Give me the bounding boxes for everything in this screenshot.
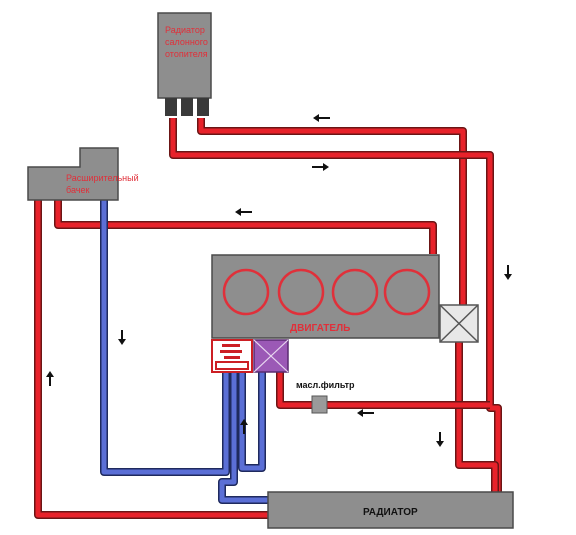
arrow-tank-return xyxy=(235,208,252,216)
radiator-label: РАДИАТОР xyxy=(363,507,418,518)
thermostat-box xyxy=(439,304,479,343)
pipe-heater-return xyxy=(197,118,467,305)
pipe-tank-left xyxy=(34,180,268,519)
thermostat-housing xyxy=(253,339,289,373)
arrow-oil-return xyxy=(357,409,374,417)
arrow-heater-return xyxy=(313,114,330,122)
engine: ДВИГАТЕЛЬ xyxy=(211,254,440,339)
engine-label: ДВИГАТЕЛЬ xyxy=(290,323,350,334)
water-pump xyxy=(211,339,253,373)
expansion-tank: Расширительный бачек xyxy=(27,147,139,201)
oil-filter: масл.фильтр xyxy=(296,380,355,414)
pipe-tank-return xyxy=(54,192,437,254)
main-radiator: РАДИАТОР xyxy=(267,491,514,529)
arrow-pump-up xyxy=(240,419,248,434)
arrow-tank-down xyxy=(118,330,126,345)
tank-label-2: бачек xyxy=(66,185,89,195)
pipe-cold-tank xyxy=(100,200,230,476)
flow-arrows xyxy=(46,114,512,447)
arrow-radiator-down xyxy=(436,432,444,447)
heater-label-1: Радиатор xyxy=(165,25,205,35)
cylinder xyxy=(331,268,379,316)
heater-radiator: Радиатор салонного отопителя xyxy=(157,12,212,116)
pipe-cold-radiator xyxy=(218,372,268,504)
engine-cylinders xyxy=(222,268,431,316)
arrow-heater-supply xyxy=(312,163,329,171)
cylinder xyxy=(222,268,270,316)
heater-label-3: отопителя xyxy=(165,49,208,59)
pipe-heater-supply xyxy=(169,118,502,492)
arrow-left-up xyxy=(46,371,54,386)
pipe-oil-line xyxy=(276,370,490,409)
cylinder xyxy=(277,268,325,316)
heater-label-2: салонного xyxy=(165,37,208,47)
cylinder xyxy=(383,268,431,316)
oil-filter-label: масл.фильтр xyxy=(296,380,355,390)
tank-label-1: Расширительный xyxy=(66,173,139,183)
arrow-right-down xyxy=(504,265,512,280)
